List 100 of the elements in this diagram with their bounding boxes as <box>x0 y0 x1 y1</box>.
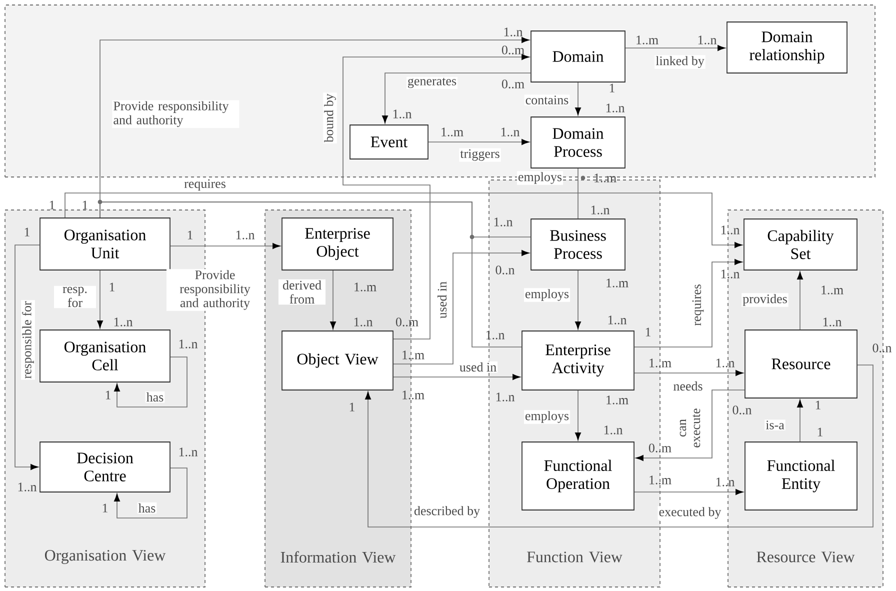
edge-label: linked by <box>654 55 706 69</box>
multiplicity-label: 1 <box>818 428 822 436</box>
entity-box: Business Process <box>530 218 626 270</box>
entity-box: Enterprise Activity <box>522 330 634 390</box>
edge-label: employs <box>524 410 570 424</box>
multiplicity-label: 0..m <box>502 80 524 88</box>
connector <box>330 270 336 330</box>
multiplicity-label: 1..n <box>236 230 255 240</box>
edge-label: triggers <box>459 148 501 162</box>
edge-label: resp. for <box>54 286 96 308</box>
edge-label: bound by <box>323 92 337 144</box>
connector <box>634 489 744 495</box>
multiplicity-label: 0..n <box>872 344 892 352</box>
multiplicity-label: 1 <box>188 230 192 240</box>
connector <box>114 356 188 408</box>
edge-label: provides <box>742 293 788 307</box>
connector <box>797 272 803 330</box>
multiplicity-label: 1..n <box>716 478 735 486</box>
multiplicity-label: 1..n <box>698 36 717 44</box>
connector <box>575 390 581 440</box>
multiplicity-label: 1 <box>110 282 114 292</box>
entity-box: Domain Process <box>530 116 626 168</box>
multiplicity-label: 0..m <box>396 318 418 326</box>
multiplicity-label: 1 <box>106 390 110 400</box>
multiplicity-label: 1 <box>610 84 614 92</box>
edge-label: executed by <box>658 506 722 520</box>
connector <box>636 390 745 461</box>
connector <box>382 72 531 124</box>
edge-label: Provide responsibility and authority <box>112 100 240 128</box>
multiplicity-label: 1..m <box>402 350 424 360</box>
multiplicity-label: 1 <box>816 400 820 410</box>
edge-label: described by <box>412 505 482 519</box>
connector <box>114 468 188 518</box>
multiplicity-label: 1..n <box>486 330 505 340</box>
connector <box>97 270 103 328</box>
entity-box: Functional Operation <box>522 442 634 510</box>
connector <box>634 370 744 376</box>
multiplicity-label: 1..n <box>604 426 623 434</box>
multiplicity-label: 1..n <box>393 110 412 118</box>
multiplicity-label: 1..m <box>606 396 628 404</box>
connector <box>797 400 803 442</box>
edge-label: can execute <box>678 403 702 453</box>
multiplicity-label: 1 <box>82 200 88 210</box>
entity-box: Functional Entity <box>744 442 858 510</box>
multiplicity-label: 0..m <box>502 46 524 54</box>
multiplicity-label: 1 <box>102 504 108 512</box>
connector <box>393 250 530 364</box>
edge-label: needs <box>672 380 704 392</box>
connector <box>64 192 742 248</box>
entity-box: Decision Centre <box>40 442 170 492</box>
multiplicity-label: 1..m <box>402 390 424 400</box>
multiplicity-label: 1..n <box>716 358 735 368</box>
multiplicity-label: 0..n <box>496 266 515 274</box>
multiplicity-label: 1 <box>50 200 54 210</box>
edge-label: requires <box>691 283 705 327</box>
multiplicity-label: 1..n <box>496 392 515 402</box>
edge-label: responsible for <box>21 300 35 380</box>
multiplicity-label: 1 <box>646 328 650 336</box>
connector <box>575 82 581 116</box>
edge-label: employs <box>524 288 570 302</box>
entity-box: Event <box>350 124 428 160</box>
multiplicity-label: 1..n <box>606 104 625 112</box>
entity-box: Organisation Cell <box>40 330 170 382</box>
entity-box: Enterprise Object <box>282 218 394 270</box>
edge-label: generates <box>406 76 458 90</box>
multiplicity-label: 1 <box>350 402 354 412</box>
entity-box: Organisation Unit <box>40 218 170 270</box>
connector <box>14 244 40 470</box>
connector <box>575 270 581 330</box>
multiplicity-label: 1..m <box>594 174 616 182</box>
edge-label: requires <box>183 178 227 192</box>
multiplicity-label: 1..m <box>822 286 844 294</box>
edge-label: is-a <box>764 420 786 430</box>
edge-label: used in <box>436 280 448 320</box>
multiplicity-label: 1..m <box>636 36 658 44</box>
multiplicity-label: 0..n <box>732 406 752 414</box>
multiplicity-label: 0..m <box>648 444 672 452</box>
multiplicity-label: 1..n <box>591 206 610 214</box>
edge-label: employs <box>516 171 564 185</box>
connector <box>365 364 874 528</box>
connector <box>634 259 742 348</box>
multiplicity-label: 1..n <box>504 28 523 36</box>
edge-label: contains <box>524 94 570 106</box>
connector <box>100 202 522 348</box>
multiplicity-label: 1..m <box>442 128 464 136</box>
multiplicity-label: 1..n <box>501 128 520 136</box>
multiplicity-label: 1..m <box>650 476 672 484</box>
edge-label: derived from <box>278 279 326 305</box>
entity-box: Domain <box>530 30 626 82</box>
multiplicity-label: 1..n <box>179 448 198 456</box>
entity-box: Object View <box>282 330 394 390</box>
entity-box: Resource <box>744 330 858 398</box>
entity-box: Capability Set <box>744 218 858 270</box>
connector <box>625 45 726 51</box>
multiplicity-label: 1..n <box>179 340 198 348</box>
connector <box>393 374 520 380</box>
multiplicity-label: 1..m <box>650 358 672 368</box>
edge-label: Provide responsibility and authority <box>166 269 264 311</box>
entity-box: Domain relationship <box>726 22 848 74</box>
connector <box>342 54 530 340</box>
